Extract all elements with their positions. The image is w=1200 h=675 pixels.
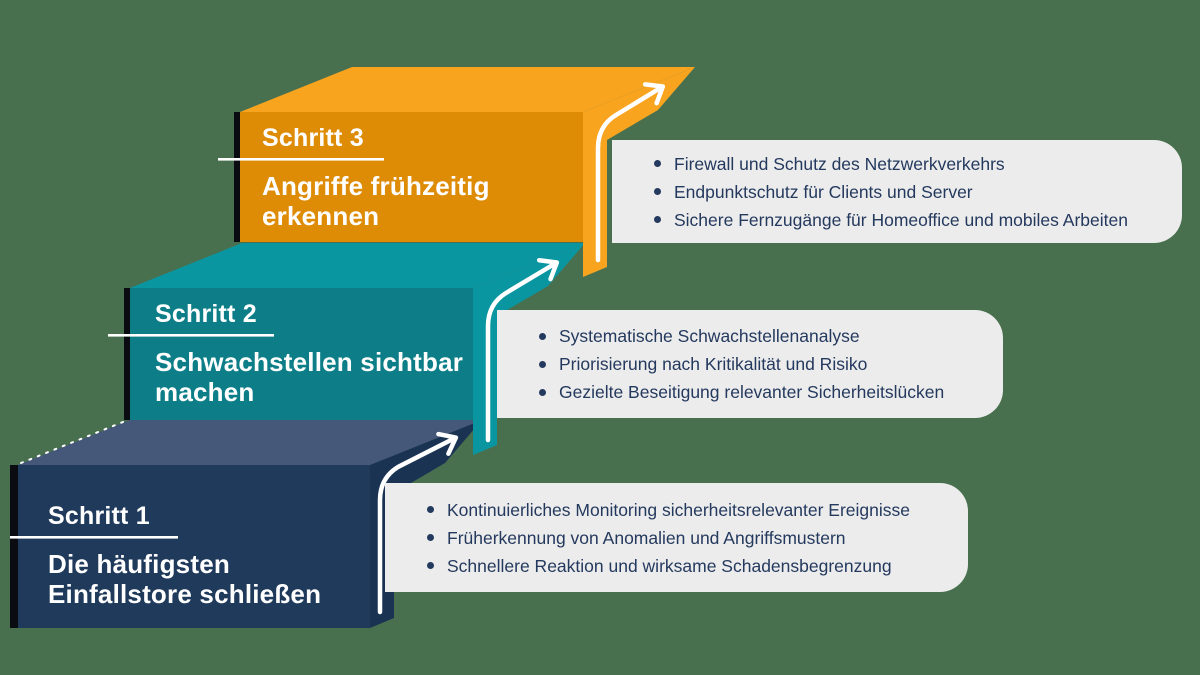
step-1-shadow-edge [10,465,18,628]
step-2-front-face [130,288,473,420]
bullet-item: Gezielte Beseitigung relevanter Sicherhe… [537,378,944,406]
step-3-label-underline [218,158,384,161]
bullet-item: Schnellere Reaktion und wirksame Schaden… [425,552,910,580]
step-3-up-right-arrow-icon [595,82,666,263]
step-2-shadow-edge [124,288,130,420]
step-1-details-card: Kontinuierliches Monitoring sicherheitsr… [385,483,968,592]
step-2-title-line-2: machen [155,377,255,407]
step-3-details-card: Firewall und Schutz des Netzwerkverkehrs… [612,140,1182,243]
step-3-bullet-list: Firewall und Schutz des Netzwerkverkehrs… [612,150,1138,234]
step-1-up-right-arrow-icon [377,431,459,615]
step-1-dotted-edge [20,419,129,464]
bullet-item: Kontinuierliches Monitoring sicherheitsr… [425,496,910,524]
step-1-title-line-1: Die häufigsten [48,549,230,579]
step-2-top-face [130,243,585,288]
step-1-side-face [370,420,482,628]
bullet-item: Endpunktschutz für Clients und Server [652,178,1128,206]
step-3-title: Angriffe frühzeitig erkennen [262,171,490,231]
step-3-shadow-edge [234,112,240,242]
bullet-item: Priorisierung nach Kritikalität und Risi… [537,350,944,378]
step-3-title-line-2: erkennen [262,201,380,231]
bullet-item: Früherkennung von Anomalien und Angriffs… [425,524,910,552]
bullet-item: Systematische Schwachstellenanalyse [537,322,944,350]
step-1-label-underline [10,536,178,539]
step-1-title: Die häufigsten Einfallstore schließen [48,549,321,609]
step-1-top-face [18,420,482,465]
step-1-front-face [18,465,370,628]
step-3-front-face [240,112,583,242]
step-2-title-line-1: Schwachstellen sichtbar [155,347,464,377]
step-3-label: Schritt 3 [262,124,364,152]
step-2-up-right-arrow-icon [485,258,560,443]
step-2-block [108,243,585,455]
step-2-title: Schwachstellen sichtbar machen [155,347,463,407]
step-3-block [218,67,695,277]
step-2-label-underline [108,334,274,337]
step-2-label: Schritt 2 [155,300,257,328]
bullet-item: Sichere Fernzugänge für Homeoffice und m… [652,206,1128,234]
bullet-item: Firewall und Schutz des Netzwerkverkehrs [652,150,1128,178]
step-1-block [10,419,482,628]
step-1-title-line-2: Einfallstore schließen [48,579,322,609]
step-1-label: Schritt 1 [48,502,150,530]
step-1-bullet-list: Kontinuierliches Monitoring sicherheitsr… [385,496,920,580]
step-3-top-face [240,67,695,112]
step-3-title-line-1: Angriffe frühzeitig [262,171,490,201]
